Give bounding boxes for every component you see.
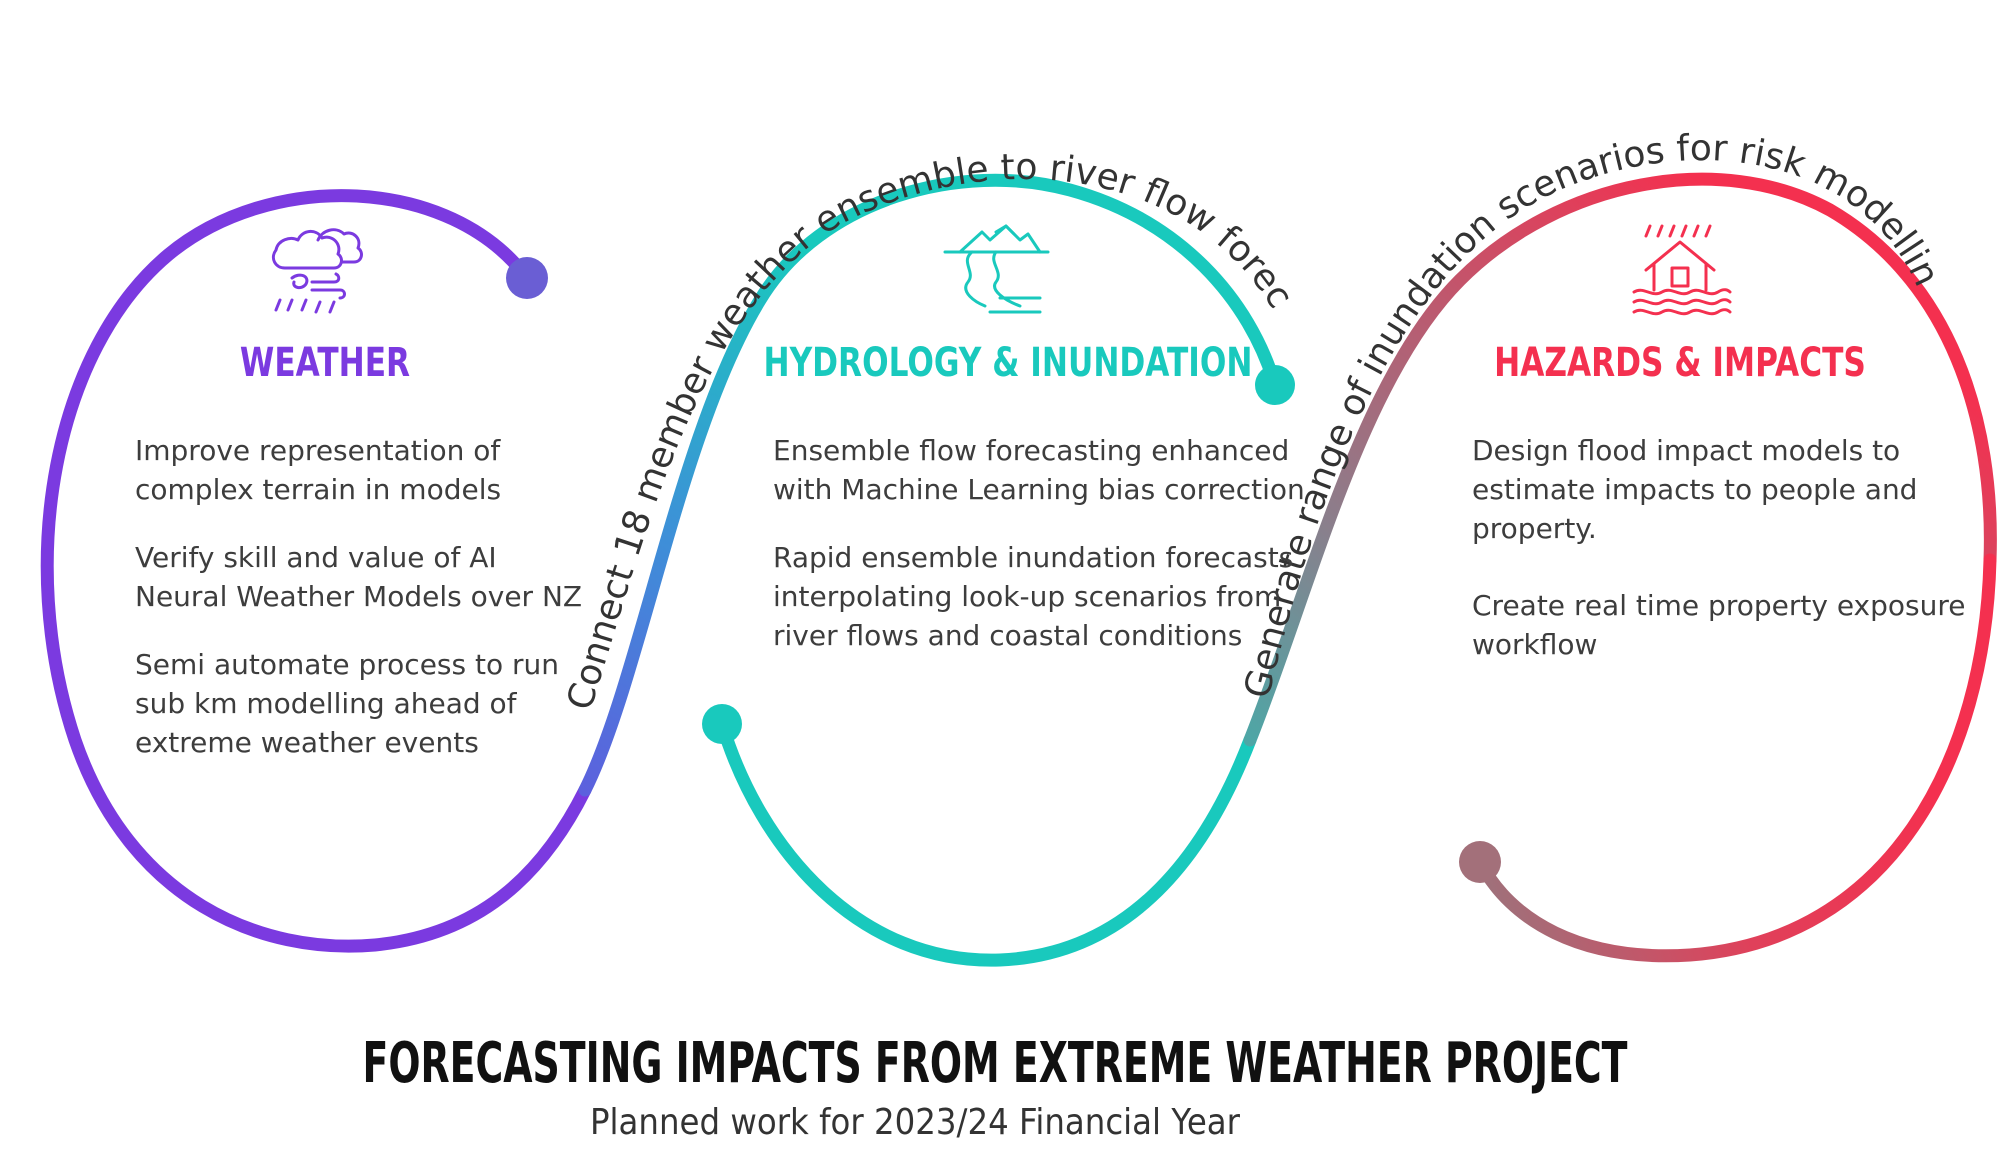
weather-heading: WEATHER bbox=[240, 340, 410, 386]
hazards-item-2-line-2: workflow bbox=[1472, 628, 1597, 661]
hydrology-loop-track bbox=[715, 717, 1257, 967]
hydrology-track-endpoint-bottom bbox=[702, 704, 742, 744]
river-mountains-icon bbox=[943, 224, 1050, 314]
hazards-item-1-line-2: estimate impacts to people and bbox=[1472, 473, 1917, 506]
hydrology-to-hazards-track bbox=[1243, 172, 1997, 747]
hazards-item-2-line-1: Create real time property exposure bbox=[1472, 589, 1966, 622]
hydrology-heading: HYDROLOGY & INUNDATION bbox=[763, 340, 1252, 386]
cloud-rain-wind-icon bbox=[271, 228, 363, 314]
hazards-heading: HAZARDS & IMPACTS bbox=[1494, 340, 1866, 386]
hazards-item-1-line-3: property. bbox=[1472, 512, 1597, 545]
weather-item-1-line-1: Improve representation of bbox=[135, 434, 501, 467]
project-subtitle: Planned work for 2023/24 Financial Year bbox=[590, 1102, 1240, 1143]
weather-item-2-line-1: Verify skill and value of AI bbox=[135, 541, 497, 574]
weather-item-3-line-3: extreme weather events bbox=[135, 726, 479, 759]
weather-to-hydrology-track bbox=[578, 173, 1282, 797]
hazards-item-1-line-1: Design flood impact models to bbox=[1472, 434, 1900, 467]
hydrology-item-2-line-1: Rapid ensemble inundation forecasts bbox=[773, 541, 1293, 574]
weather-item-2-line-2: Neural Weather Models over NZ bbox=[135, 580, 582, 613]
hydrology-item-2-line-3: river flows and coastal conditions bbox=[773, 619, 1242, 652]
weather-track-endpoint bbox=[506, 257, 548, 299]
flooded-house-icon bbox=[1632, 224, 1732, 316]
hydrology-item-1-line-1: Ensemble flow forecasting enhanced bbox=[773, 434, 1289, 467]
hydrology-item-2-line-2: interpolating look-up scenarios from bbox=[773, 580, 1281, 613]
weather-item-1-line-2: complex terrain in models bbox=[135, 473, 501, 506]
hydrology-track-endpoint-top bbox=[1255, 365, 1295, 405]
hazards-loop-track bbox=[1473, 553, 1997, 963]
hazards-track-endpoint bbox=[1459, 841, 1501, 883]
weather-loop-track bbox=[40, 189, 592, 953]
weather-item-3-line-2: sub km modelling ahead of bbox=[135, 687, 518, 720]
project-title: FORECASTING IMPACTS FROM EXTREME WEATHER… bbox=[363, 1031, 1628, 1096]
hydrology-item-1-line-2: with Machine Learning bias correction bbox=[773, 473, 1305, 506]
weather-item-3-line-1: Semi automate process to run bbox=[135, 648, 559, 681]
